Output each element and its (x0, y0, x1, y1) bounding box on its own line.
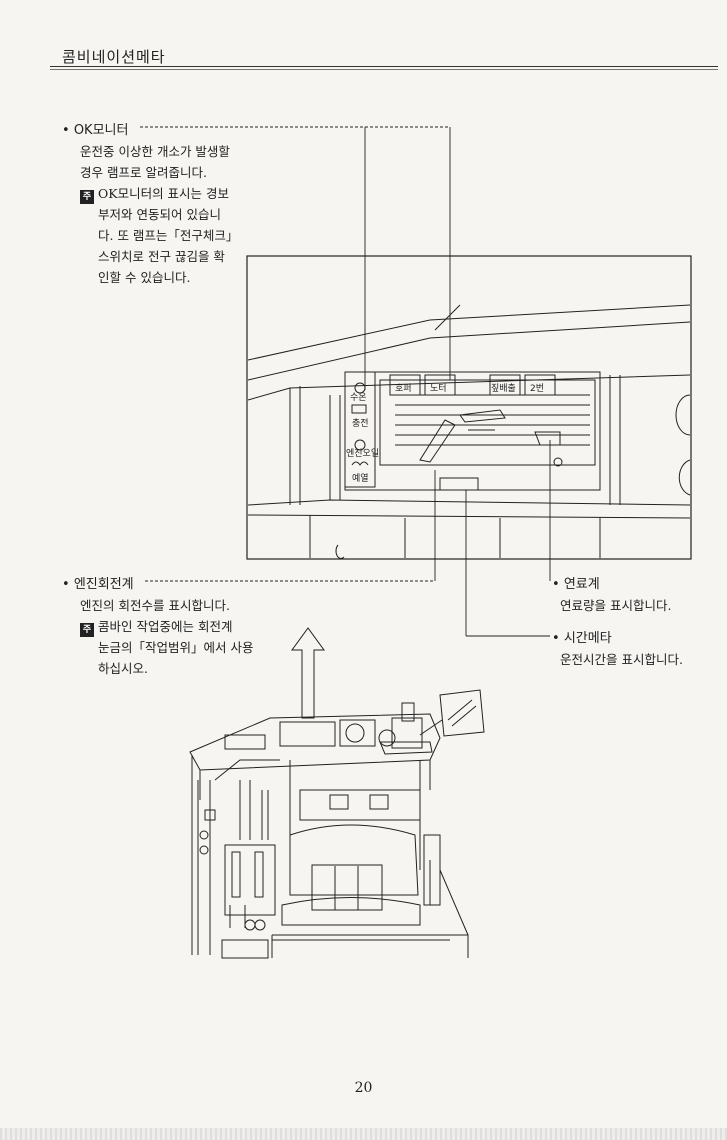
callout-hour-title: • 시간메타 (552, 631, 612, 646)
lamp-label-engine-oil: 엔진오일 (346, 448, 379, 459)
note-badge: 주 (80, 623, 94, 637)
hour-title-text: 시간메타 (563, 631, 612, 646)
lamp-label-preheat: 예열 (352, 473, 369, 484)
fuel-desc-line: 연료량을 표시합니다. (560, 598, 672, 613)
ok-monitor-note-line: 다. 또 램프는「전구체크」 (98, 228, 239, 243)
scan-edge (0, 1128, 727, 1140)
ok-monitor-note-line: OK모니터의 표시는 경보 (98, 186, 230, 201)
ok-monitor-note-line: 스위치로 전구 끊김을 확 (98, 249, 225, 264)
callout-fuel-gauge: • 연료계 연료량을 표시합니다. (552, 574, 722, 616)
tachometer-note-line: 눈금의「작업범위」에서 사용 (98, 640, 254, 655)
dashboard-detail (247, 304, 691, 559)
panel-labels: 수온 충전 엔진오일 예열 호퍼 노터 짚배출 2번 (346, 382, 544, 484)
section-title: 콤비네이션메타 (62, 48, 166, 66)
callout-tachometer-title: • 엔진회전계 (62, 577, 134, 592)
ok-monitor-title-text: OK모니터 (73, 123, 129, 138)
header-rule (50, 66, 718, 67)
leader-lines (140, 126, 551, 637)
tachometer-title-text: 엔진회전계 (73, 577, 134, 592)
ok-monitor-note-line: 인할 수 있습니다. (98, 270, 191, 285)
page-number: 20 (354, 1080, 373, 1096)
callout-hour-meter: • 시간메타 운전시간을 표시합니다. (552, 628, 722, 670)
lamp-label-water-temp: 수온 (350, 392, 367, 403)
callout-ok-monitor-title: • OK모니터 (62, 123, 129, 138)
lamp-label-panel-2: 노터 (430, 383, 447, 394)
callout-tachometer: • 엔진회전계 엔진의 회전수를 표시합니다. 주 콤바인 작업중에는 회전계 눈… (62, 574, 262, 679)
lamp-label-charge: 충전 (352, 418, 369, 429)
tachometer-note-line: 하십시오. (98, 661, 148, 676)
fuel-title-text: 연료계 (563, 577, 600, 592)
combine-cab-illustration (189, 689, 485, 959)
note-badge: 주 (80, 190, 94, 204)
tachometer-desc-line: 엔진의 회전수를 표시합니다. (80, 598, 230, 613)
ok-monitor-desc-line: 경우 램프로 알려줍니다. (80, 165, 207, 180)
ok-monitor-note-line: 부저와 연동되어 있습니 (98, 207, 221, 222)
ok-monitor-desc-line: 운전중 이상한 개소가 발생할 (80, 144, 230, 159)
lamp-label-panel-3: 짚배출 (491, 382, 516, 394)
callout-fuel-title: • 연료계 (552, 577, 600, 592)
header-rule-secondary (50, 69, 718, 70)
lamp-label-panel-4: 2번 (530, 383, 544, 394)
detail-frame (246, 255, 692, 560)
hour-desc-line: 운전시간을 표시합니다. (560, 652, 683, 667)
lamp-label-panel-1: 호퍼 (395, 383, 412, 394)
tachometer-note-line: 콤바인 작업중에는 회전계 (98, 619, 233, 634)
location-arrow-icon (291, 627, 325, 719)
